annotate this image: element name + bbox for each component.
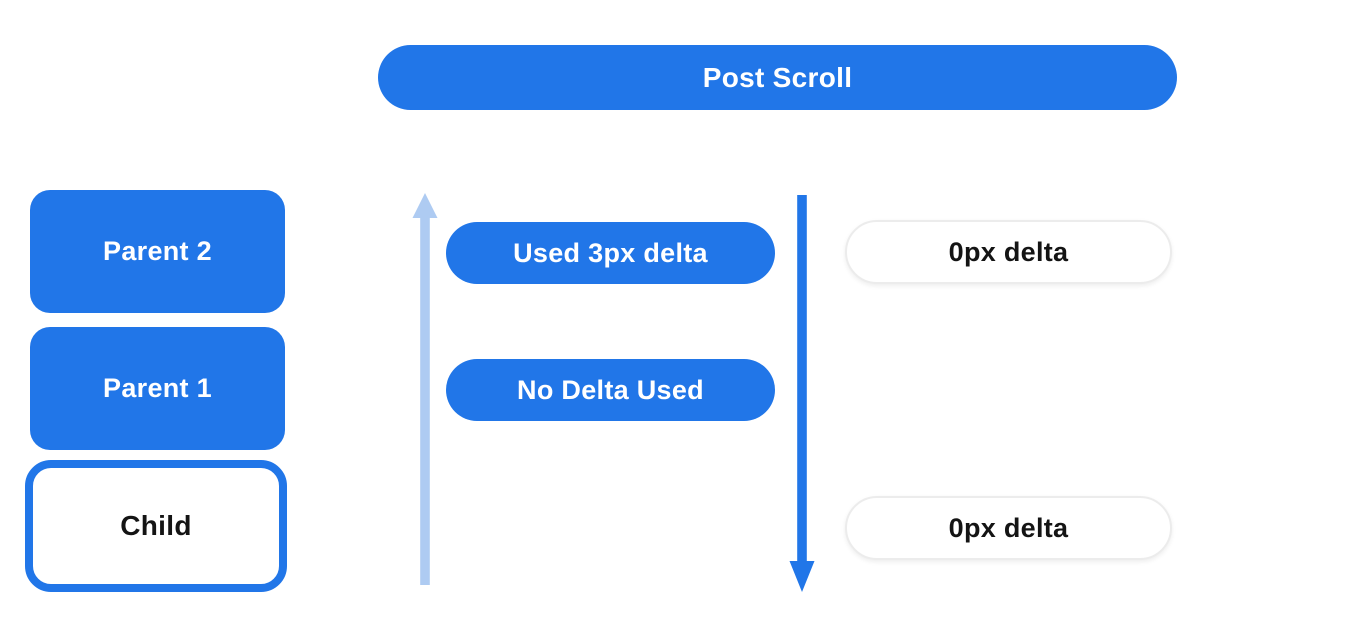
parent-1-box: Parent 1 bbox=[30, 327, 285, 450]
parent-2-box: Parent 2 bbox=[30, 190, 285, 313]
used-3px-delta-pill: Used 3px delta bbox=[446, 222, 775, 284]
no-delta-used-pill: No Delta Used bbox=[446, 359, 775, 421]
zero-px-delta-pill-top: 0px delta bbox=[845, 220, 1172, 284]
scroll-down-arrow-icon bbox=[789, 195, 815, 592]
child-label: Child bbox=[120, 510, 192, 541]
zero-px-delta-bottom-label: 0px delta bbox=[948, 512, 1069, 543]
parent-1-label: Parent 1 bbox=[103, 373, 212, 403]
parent-2-label: Parent 2 bbox=[103, 236, 212, 266]
post-scroll-header-pill: Post Scroll bbox=[378, 45, 1177, 110]
scroll-up-arrow-icon bbox=[412, 193, 438, 585]
child-box: Child bbox=[25, 460, 287, 592]
used-3px-delta-label: Used 3px delta bbox=[513, 237, 708, 268]
zero-px-delta-pill-bottom: 0px delta bbox=[845, 496, 1172, 560]
post-scroll-label: Post Scroll bbox=[702, 61, 853, 93]
no-delta-used-label: No Delta Used bbox=[517, 374, 704, 405]
zero-px-delta-top-label: 0px delta bbox=[948, 236, 1069, 267]
